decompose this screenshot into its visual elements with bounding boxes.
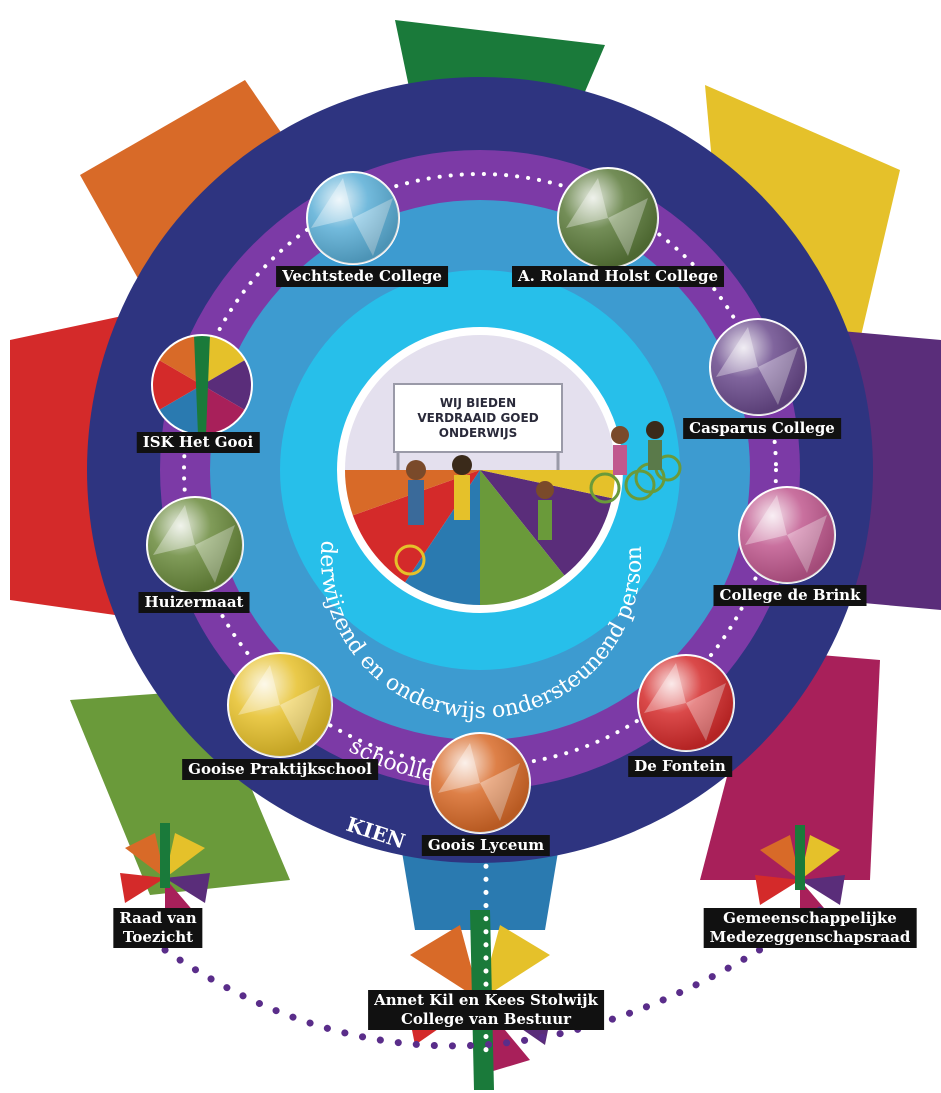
- school-label-praktijkschool[interactable]: Gooise Praktijkschool: [182, 759, 378, 780]
- school-badge-casparus: [709, 318, 807, 416]
- center-sign-line-2: VERDRAAID GOED: [417, 410, 539, 425]
- school-badge-huizermaat: [146, 496, 244, 594]
- executive-board-label-line-2: College van Bestuur: [400, 1010, 572, 1028]
- school-label-casparus[interactable]: Casparus College: [683, 418, 841, 439]
- council-label-line-2: Medezeggenschapsraad: [709, 928, 911, 946]
- school-badge-isk-het-gooi: [151, 334, 253, 436]
- school-label-goois-lyceum[interactable]: Goois Lyceum: [421, 835, 551, 856]
- petal-yellow: [705, 85, 900, 340]
- petal-lightgreen: [70, 690, 290, 895]
- school-badge-goois-lyceum: [429, 732, 531, 834]
- cyclists-illustration: [589, 421, 682, 504]
- school-label-roland-holst[interactable]: A. Roland Holst College: [512, 266, 724, 287]
- council-label[interactable]: Gemeenschappelijke Medezeggenschapsraad: [703, 908, 917, 948]
- center-sign: WIJ BIEDEN VERDRAAID GOED ONDERWIJS: [393, 383, 563, 453]
- supervisory-board-label[interactable]: Raad van Toezicht: [113, 908, 203, 948]
- school-label-huizermaat[interactable]: Huizermaat: [138, 592, 250, 613]
- petal-blue: [400, 840, 560, 930]
- center-sign-line-3: ONDERWIJS: [438, 425, 518, 440]
- petal-orange: [80, 80, 300, 300]
- school-label-vechtstede[interactable]: Vechtstede College: [276, 266, 448, 287]
- school-badge-de-brink: [738, 486, 836, 584]
- school-label-de-brink[interactable]: College de Brink: [713, 585, 867, 606]
- council-label-line-1: Gemeenschappelijke: [723, 909, 897, 927]
- school-badge-roland-holst: [557, 167, 659, 269]
- executive-board-label[interactable]: Annet Kil en Kees Stolwijk College van B…: [368, 990, 604, 1030]
- school-badge-vechtstede: [306, 171, 400, 265]
- school-badge-de-fontein: [637, 654, 735, 752]
- school-label-isk-het-gooi[interactable]: ISK Het Gooi: [136, 432, 260, 453]
- center-sign-line-1: WIJ BIEDEN: [439, 395, 517, 410]
- school-badge-praktijkschool: [227, 652, 333, 758]
- school-badges: [146, 167, 836, 834]
- school-label-de-fontein[interactable]: De Fontein: [628, 756, 732, 777]
- executive-board-label-line-1: Annet Kil en Kees Stolwijk: [374, 991, 598, 1009]
- supervisory-board-label-line-2: Toezicht: [122, 928, 194, 946]
- supervisory-board-label-line-1: Raad van: [119, 909, 197, 927]
